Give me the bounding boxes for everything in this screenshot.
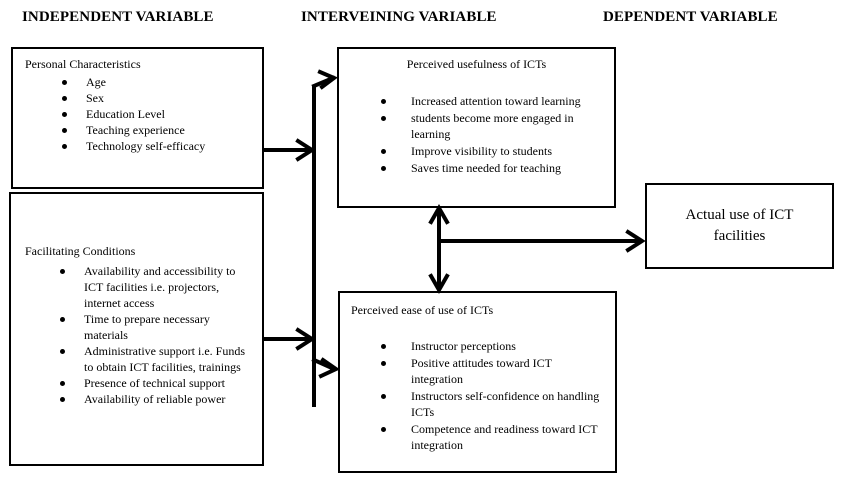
facilitating-item: Administrative support i.e. Funds to obt…	[60, 343, 250, 375]
ease-item: Instructors self-confidence on handling …	[381, 388, 606, 420]
arrow-usefulness-head	[317, 69, 338, 90]
header-dependent-variable: DEPENDENT VARIABLE	[603, 9, 778, 25]
actual-use-title: Actual use of ICT facilities	[685, 207, 794, 244]
usefulness-item: Increased attention toward learning	[381, 93, 606, 109]
usefulness-item: Improve visibility to students	[381, 143, 606, 159]
personal-item: Technology self-efficacy	[62, 138, 252, 154]
header-independent-variable: INDEPENDENT VARIABLE	[22, 9, 214, 25]
facilitating-item: Availability of reliable power	[60, 391, 250, 407]
perceived-usefulness-title: Perceived usefulness of ICTs	[406, 57, 547, 71]
usefulness-item: Saves time needed for teaching	[381, 160, 606, 176]
double-arrow-top-head	[428, 203, 450, 225]
header-intervening-variable: INTERVEINING VARIABLE	[301, 9, 497, 25]
personal-item: Education Level	[62, 106, 252, 122]
personal-item: Sex	[62, 90, 252, 106]
facilitating-conditions-box: Facilitating Conditions Availability and…	[9, 192, 264, 466]
facilitating-item: Presence of technical support	[60, 375, 250, 391]
ease-item: Instructor perceptions	[381, 338, 606, 354]
actual-use-box: Actual use of ICT facilities	[645, 183, 834, 269]
double-arrow-bottom-head	[428, 273, 450, 295]
facilitating-item: Availability and accessibility to ICT fa…	[60, 263, 250, 311]
perceived-ease-of-use-box: Perceived ease of use of ICTs Instructor…	[338, 291, 617, 473]
arrow-ease-head	[318, 357, 341, 379]
ease-item: Competence and readiness toward ICT inte…	[381, 421, 606, 453]
usefulness-item: students become more engaged in learning	[381, 110, 606, 142]
personal-characteristics-title: Personal Characteristics	[25, 57, 141, 71]
perceived-ease-of-use-title: Perceived ease of use of ICTs	[351, 303, 494, 317]
facilitating-item: Time to prepare necessary materials	[60, 311, 250, 343]
ease-item: Positive attitudes toward ICT integratio…	[381, 355, 606, 387]
facilitating-conditions-list: Availability and accessibility to ICT fa…	[60, 263, 250, 407]
perceived-usefulness-box: Perceived usefulness of ICTs Increased a…	[337, 47, 616, 208]
personal-item: Teaching experience	[62, 122, 252, 138]
personal-item: Age	[62, 74, 252, 90]
facilitating-conditions-title: Facilitating Conditions	[25, 244, 136, 258]
arrow-actual-use-head	[625, 229, 646, 253]
